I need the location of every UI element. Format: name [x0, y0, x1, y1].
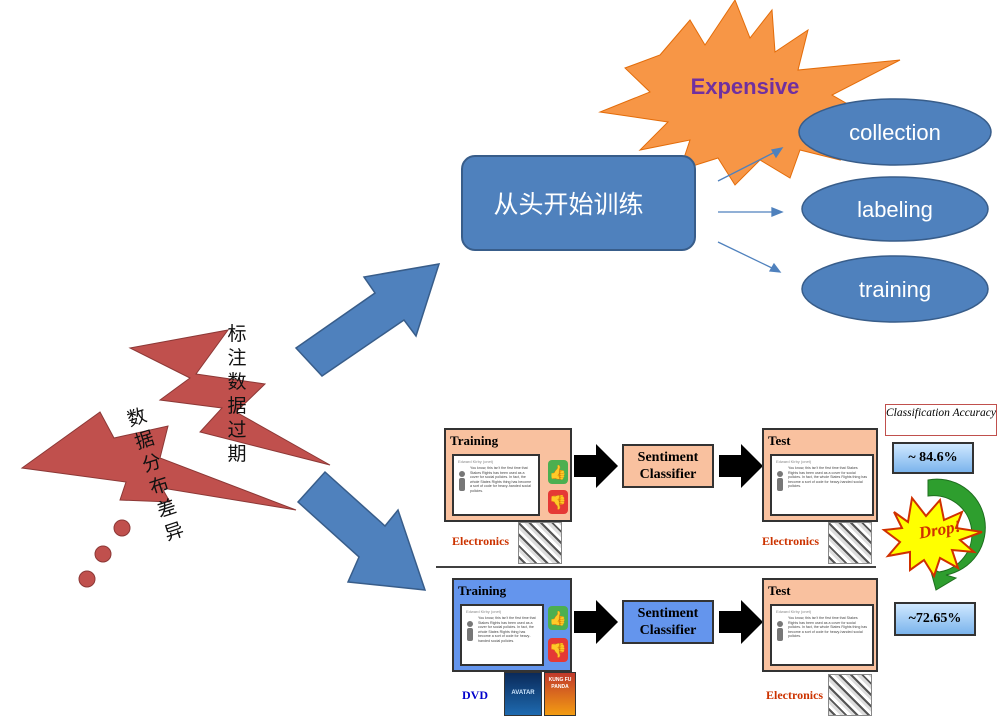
thumbs-up-icon: 👍	[548, 460, 568, 484]
electronics-thumbnail-1	[518, 522, 562, 564]
review-text: You know, this isn't the first time that…	[470, 466, 532, 493]
thumbs-down-icon: 👎	[548, 490, 568, 514]
train-from-scratch-box: 从头开始训练	[461, 155, 696, 251]
row1-test-domain: Electronics	[762, 534, 820, 548]
oval-training-shape	[801, 255, 989, 323]
ellipsis-dot-1	[113, 519, 131, 537]
row1-arrow-left	[574, 444, 618, 488]
big-arrow-up	[294, 263, 441, 377]
oval-collection-shape	[798, 98, 992, 166]
bolt-upper-text: 标注数据过期	[227, 323, 247, 465]
row1-training-title: Training	[450, 433, 499, 448]
row2-classifier-box: Sentiment Classifier	[622, 600, 714, 644]
drop-starburst	[881, 495, 983, 579]
row2-accuracy: ~72.65%	[894, 602, 976, 636]
review-header: Edward Kirby (cnet)	[466, 609, 502, 614]
dvd-cover-avatar: AVATAR	[504, 672, 542, 716]
review-header: Edward Kirby (cnet)	[776, 609, 812, 614]
row1-classifier-label: Sentiment Classifier	[637, 450, 699, 482]
review-text: You know, this isn't the first time that…	[788, 466, 868, 488]
row2-test-title: Test	[768, 583, 791, 598]
review-text: You know, this isn't the first time that…	[788, 616, 868, 638]
row2-test-review: Edward Kirby (cnet) You know, this isn't…	[770, 604, 874, 666]
row1-accuracy: ~ 84.6%	[892, 442, 974, 474]
row2-test-panel: Test Edward Kirby (cnet) You know, this …	[762, 578, 878, 672]
row1-training-panel: Training Edward Kirby (cnet) You know, t…	[444, 428, 572, 522]
review-header: Edward Kirby (cnet)	[776, 459, 812, 464]
row2-classifier-label: Sentiment Classifier	[637, 606, 699, 638]
row1-arrow-right	[719, 444, 763, 488]
ellipsis-dot-2	[94, 545, 112, 563]
row2-training-review: Edward Kirby (cnet) You know, this isn't…	[460, 604, 544, 666]
review-header: Edward Kirby (cnet)	[458, 459, 494, 464]
thumbs-down-icon: 👎	[548, 638, 568, 662]
row2-training-title: Training	[458, 583, 507, 598]
lightning-bolt-upper	[128, 329, 331, 466]
ellipsis-dot-3	[78, 570, 96, 588]
row1-classifier-box: Sentiment Classifier	[622, 444, 714, 488]
oval-labeling-shape	[801, 176, 989, 242]
expensive-label: Expensive	[690, 74, 800, 99]
classification-accuracy-header: Classification Accuracy	[885, 404, 997, 436]
oval-training-label: training	[858, 277, 932, 302]
row1-train-domain: Electronics	[452, 534, 510, 548]
thumbs-up-icon: 👍	[548, 606, 568, 630]
row1-test-panel: Test Edward Kirby (cnet) You know, this …	[762, 428, 878, 522]
row2-train-domain: DVD	[462, 688, 488, 702]
domain-adaptation-figure: Training Edward Kirby (cnet) You know, t…	[436, 400, 1000, 720]
oval-collection-label: collection	[849, 120, 941, 145]
row2-training-panel: Training Edward Kirby (cnet) You know, t…	[452, 578, 572, 672]
row1-training-review: Edward Kirby (cnet) You know, this isn't…	[452, 454, 540, 516]
dvd-cover-kung-fu-panda: KUNG FU PANDA	[544, 672, 576, 716]
row1-test-title: Test	[768, 433, 791, 448]
row1-test-review: Edward Kirby (cnet) You know, this isn't…	[770, 454, 874, 516]
oval-labeling-label: labeling	[857, 197, 933, 222]
row2-arrow-left	[574, 600, 618, 644]
electronics-thumbnail-3	[828, 674, 872, 716]
electronics-thumbnail-2	[828, 522, 872, 564]
big-arrow-down	[296, 470, 427, 591]
lightning-bolt-lower	[20, 411, 297, 511]
review-text: You know, this isn't the first time that…	[478, 616, 536, 643]
row2-test-domain: Electronics	[766, 688, 824, 702]
train-from-scratch-label: 从头开始训练	[493, 190, 644, 219]
row2-arrow-right	[719, 600, 763, 644]
